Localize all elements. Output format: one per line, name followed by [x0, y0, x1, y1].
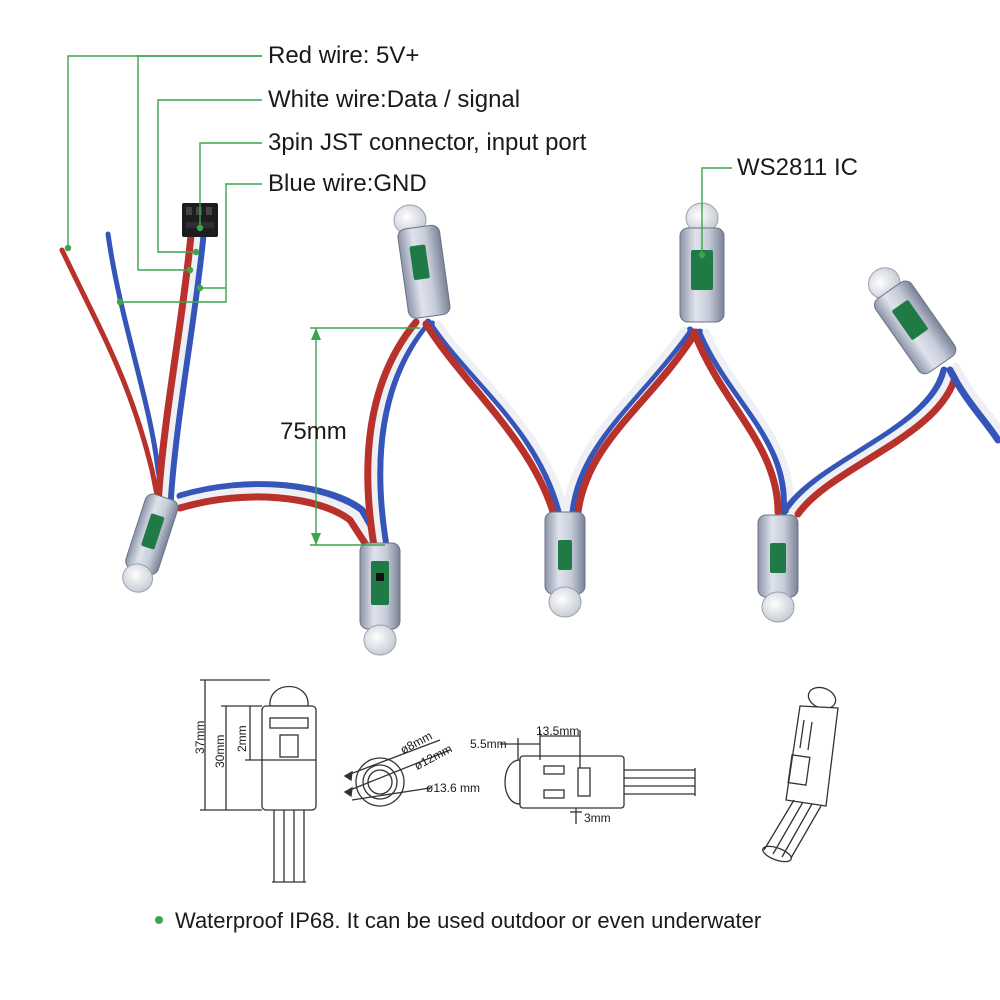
led-node-4 — [544, 511, 586, 618]
label-blue-wire: Blue wire:GND — [268, 170, 427, 197]
cable-4-5-blue — [568, 326, 694, 516]
cable-6-7-blue — [782, 366, 948, 514]
dim-height-30: 30mm — [213, 734, 227, 768]
cable-4-5-white — [562, 326, 688, 516]
dim-height-2: 2mm — [235, 725, 249, 752]
footer-text: Waterproof IP68. It can be used outdoor … — [175, 908, 762, 933]
cable-6-7-red — [794, 370, 960, 518]
blue-wire-input — [105, 231, 168, 513]
cable-3-4-red — [422, 320, 558, 519]
cable-2-3-blue — [376, 318, 432, 550]
cable-6-7-white — [788, 368, 954, 516]
drawing-front-view — [343, 739, 451, 807]
cable-4-5-red — [574, 328, 700, 516]
leader-dots — [64, 224, 706, 306]
label-spacing: 75mm — [280, 418, 347, 445]
led-node-7 — [868, 267, 957, 375]
dim-len-13-5: 13.5mm — [536, 724, 580, 738]
label-red-wire: Red wire: 5V+ — [268, 42, 420, 69]
cable-2-3-white — [370, 318, 426, 550]
footer-note: Waterproof IP68. It can be used outdoor … — [155, 908, 761, 934]
label-white-wire: White wire:Data / signal — [268, 86, 521, 113]
led-node-6 — [757, 514, 799, 623]
cable-group — [59, 231, 1000, 558]
connector-cable-blue — [166, 231, 207, 509]
dim-dia-13-6: ø13.6 mm — [426, 781, 481, 795]
dim-len-5-5: 5.5mm — [470, 737, 507, 751]
drawing-top-view — [500, 730, 696, 824]
dim-height-37: 37mm — [193, 720, 207, 754]
cable-1-2-red — [176, 493, 376, 558]
cable-5-6-white — [702, 328, 794, 516]
drawing-side-view — [200, 679, 317, 883]
led-node-1 — [122, 493, 179, 593]
drawing-isometric-view — [762, 686, 839, 863]
led-node-3 — [393, 204, 451, 319]
leader-lines — [67, 55, 732, 546]
cable-2-3-red — [364, 318, 420, 550]
connector-cable-white — [160, 231, 201, 509]
dim-len-3: 3mm — [584, 811, 611, 825]
cable-3-4-white — [434, 320, 570, 519]
cable-3-4-blue — [428, 320, 564, 519]
cable-7-exit-white — [952, 362, 1000, 434]
cable-1-2-white — [176, 487, 382, 555]
label-ws2811-ic: WS2811 IC — [737, 154, 858, 181]
cable-1-2-blue — [176, 481, 388, 552]
red-wire-input — [59, 247, 163, 513]
led-node-2 — [359, 542, 401, 656]
cable-7-exit-blue — [946, 366, 1000, 444]
label-connector: 3pin JST connector, input port — [268, 129, 587, 156]
bullet-dot — [155, 916, 163, 925]
spacing-arrows — [311, 328, 321, 545]
cable-5-6-blue — [696, 328, 788, 516]
cable-5-6-red — [690, 328, 782, 516]
